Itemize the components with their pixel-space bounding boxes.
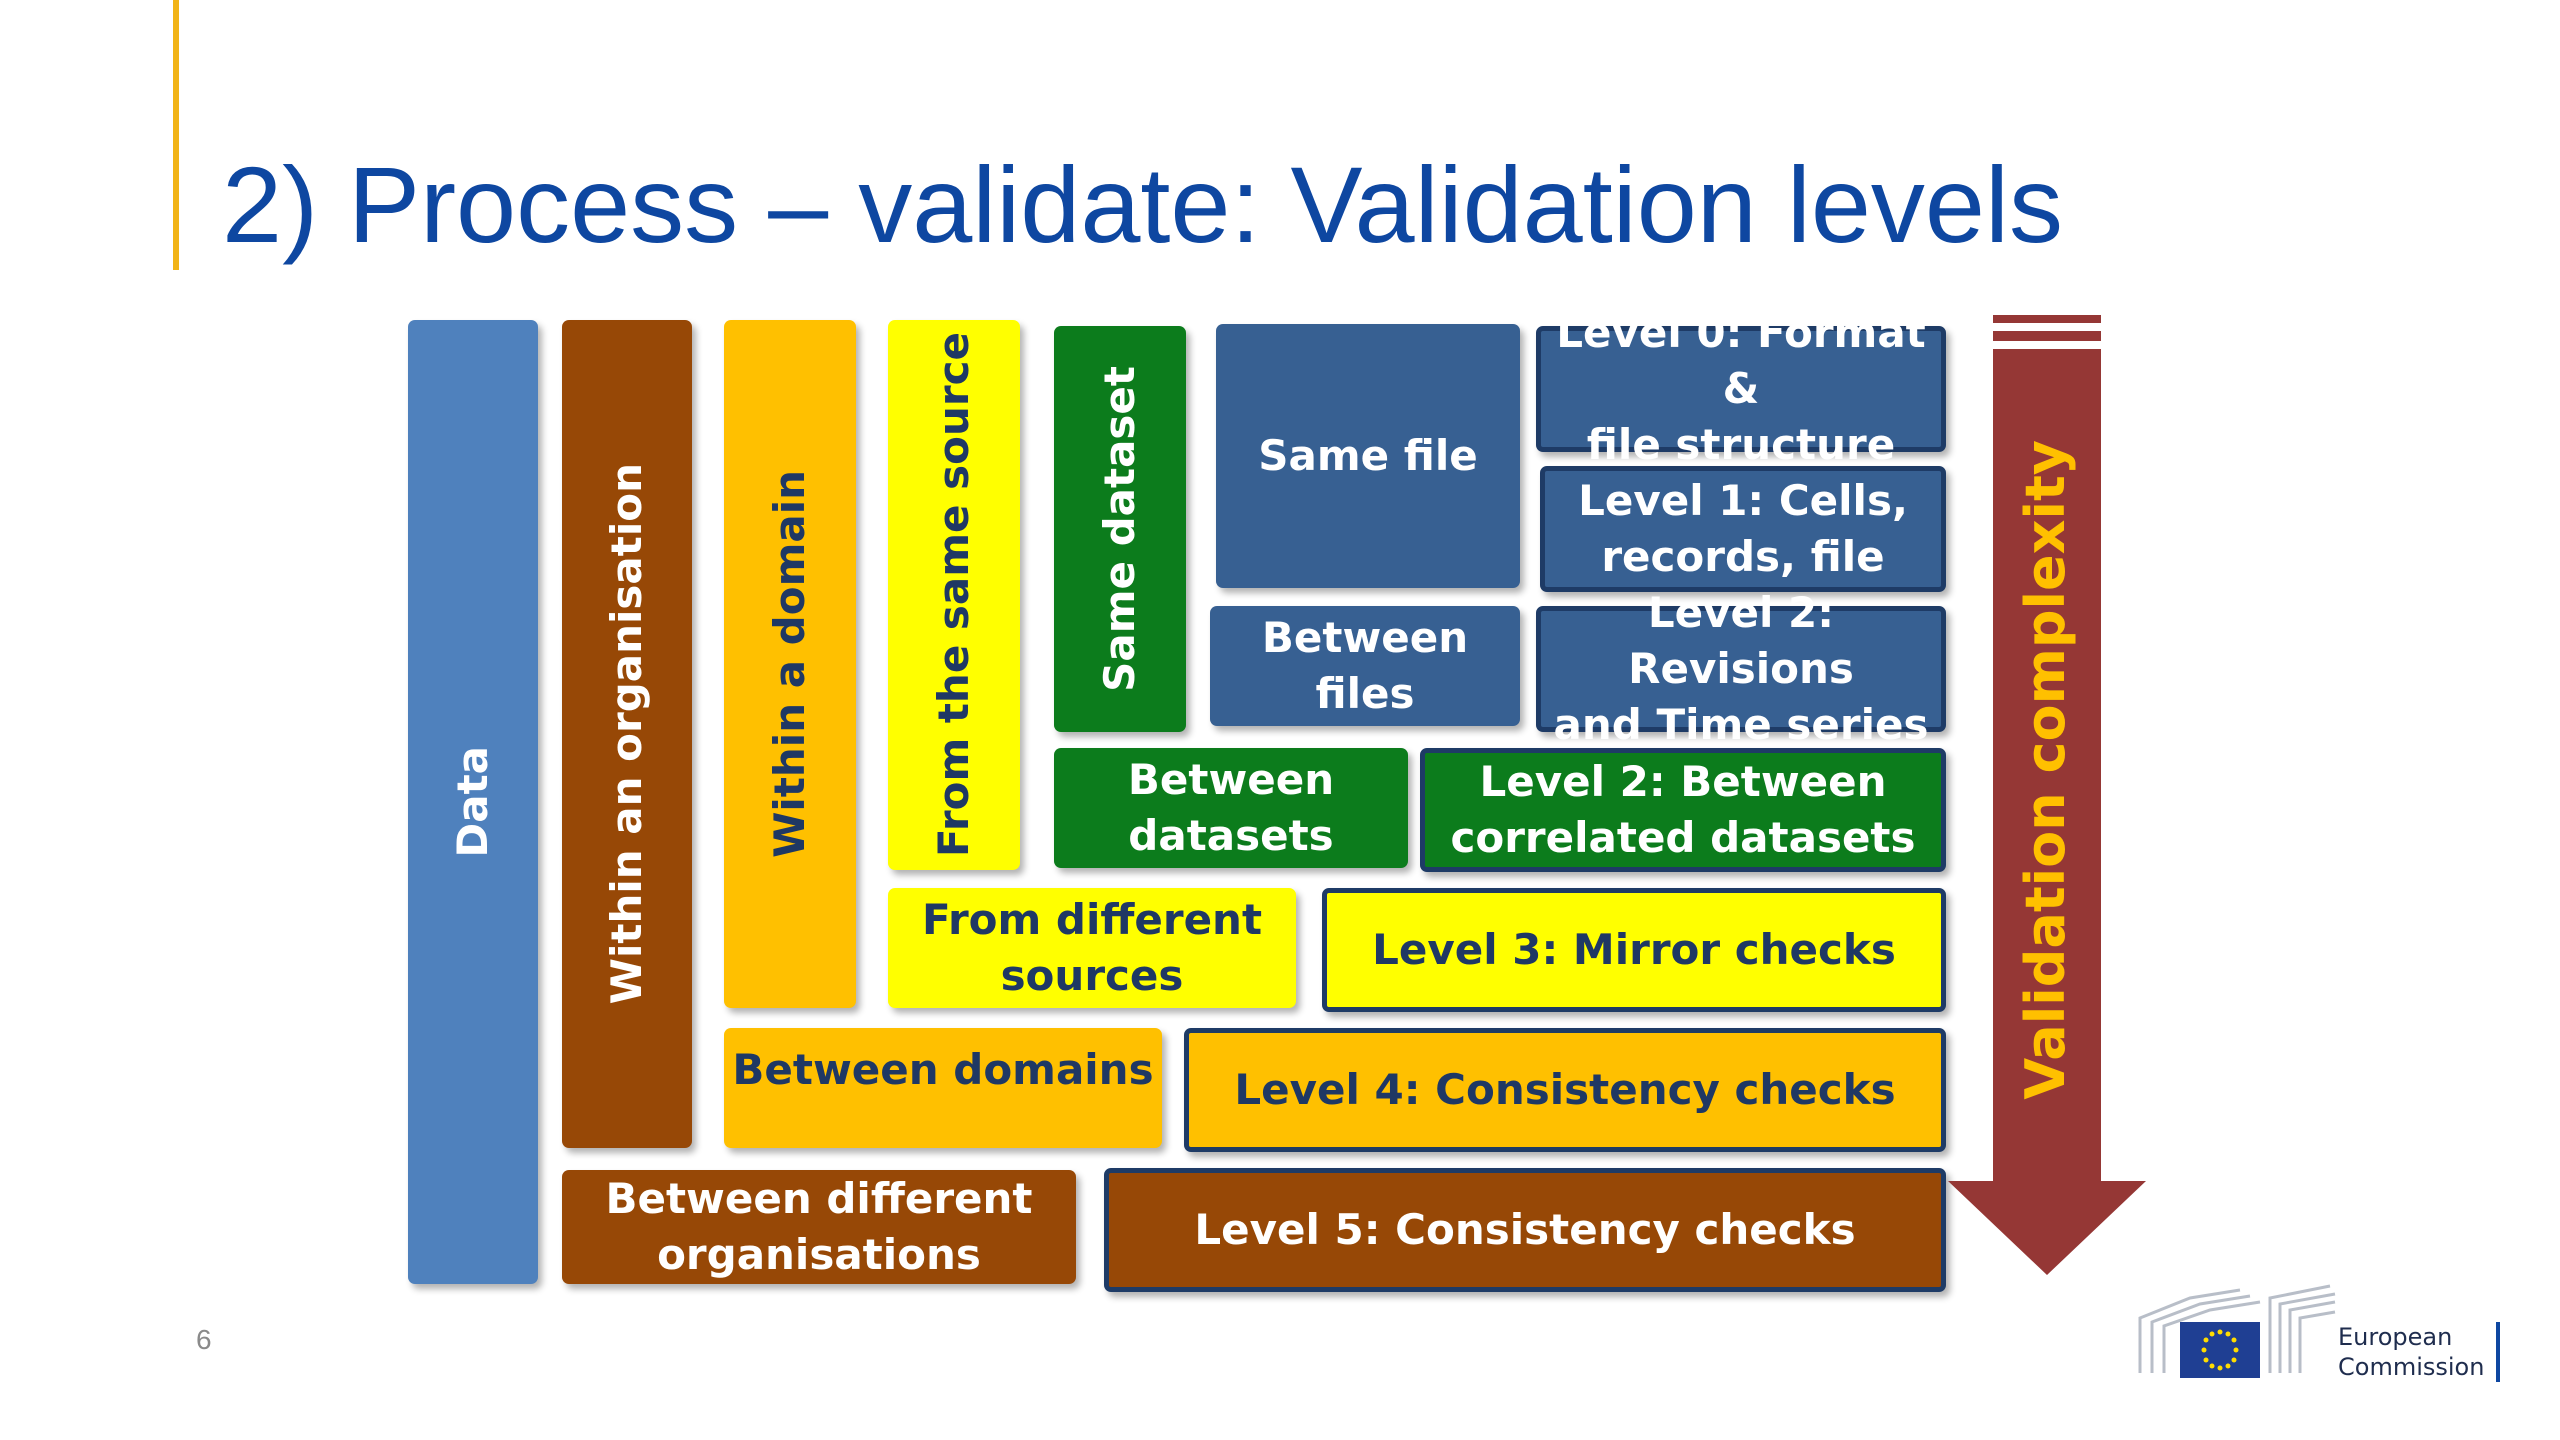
between-files-label: Between files (1261, 613, 1469, 718)
level-2-datasets-box: Level 2: Between correlated datasets (1420, 748, 1946, 872)
between-datasets-label: Between datasets (1127, 755, 1335, 860)
arrow-stripe-2 (1993, 331, 2101, 341)
between-domains-box: Between domains (724, 1028, 1162, 1148)
eu-flag-logo-icon (2138, 1284, 2336, 1378)
level-2-revisions-box: Level 2: Revisions and Time series (1536, 588, 1946, 749)
logo-text: European Commission (2338, 1322, 2484, 1382)
data-column: Data (408, 320, 538, 1284)
level-2-revisions-label: Level 2: Revisions and Time series (1553, 588, 1929, 749)
within-organisation-label: Within an organisation (602, 463, 651, 1005)
arrow-stripe-1 (1993, 315, 2101, 323)
same-dataset-label: Same dataset (1095, 366, 1144, 692)
logo-line-2: Commission (2338, 1353, 2485, 1381)
between-domains-label: Between domains (732, 1045, 1154, 1094)
same-dataset-column: Same dataset (1054, 326, 1186, 732)
validation-complexity-label: Validation complexity (2013, 440, 2077, 1100)
eu-stars (2201, 1329, 2239, 1371)
level-3-box: Level 3: Mirror checks (1322, 888, 1946, 1012)
between-files-box: Between files (1210, 606, 1520, 726)
level-4-label: Level 4: Consistency checks (1234, 1065, 1896, 1114)
within-domain-label: Within a domain (765, 470, 814, 858)
accent-bar (173, 0, 179, 270)
level-5-label: Level 5: Consistency checks (1194, 1205, 1856, 1254)
same-source-label: From the same source (929, 332, 978, 858)
level-4-box: Level 4: Consistency checks (1184, 1028, 1946, 1152)
logo-building-lines (2138, 1284, 2336, 1373)
level-1-label: Level 1: Cells, records, file (1578, 476, 1908, 581)
level-5-box: Level 5: Consistency checks (1104, 1168, 1946, 1292)
data-column-label: Data (448, 746, 497, 858)
different-sources-box: From different sources (888, 888, 1296, 1008)
logo-line-1: European (2338, 1323, 2453, 1351)
slide-title: 2) Process – validate: Validation levels (222, 144, 2063, 265)
page-number: 6 (196, 1324, 212, 1355)
arrow-body (1948, 349, 2146, 1275)
level-2-datasets-label: Level 2: Between correlated datasets (1450, 757, 1916, 862)
within-domain-column: Within a domain (724, 320, 856, 1008)
level-3-label: Level 3: Mirror checks (1372, 925, 1896, 974)
level-0-label: Level 0: Format & file structure (1556, 308, 1926, 469)
between-organisations-label: Between different organisations (605, 1174, 1033, 1279)
level-0-box: Level 0: Format & file structure (1536, 308, 1946, 469)
between-datasets-box: Between datasets (1054, 748, 1408, 868)
logo-divider (2496, 1322, 2500, 1382)
same-source-column: From the same source (888, 320, 1020, 870)
between-organisations-box: Between different organisations (562, 1170, 1076, 1284)
same-file-label: Same file (1258, 431, 1478, 480)
within-organisation-column: Within an organisation (562, 320, 692, 1148)
different-sources-label: From different sources (921, 895, 1263, 1000)
level-1-box: Level 1: Cells, records, file (1540, 466, 1946, 592)
same-file-box: Same file (1216, 324, 1520, 588)
down-arrow-icon (1948, 315, 2146, 1275)
